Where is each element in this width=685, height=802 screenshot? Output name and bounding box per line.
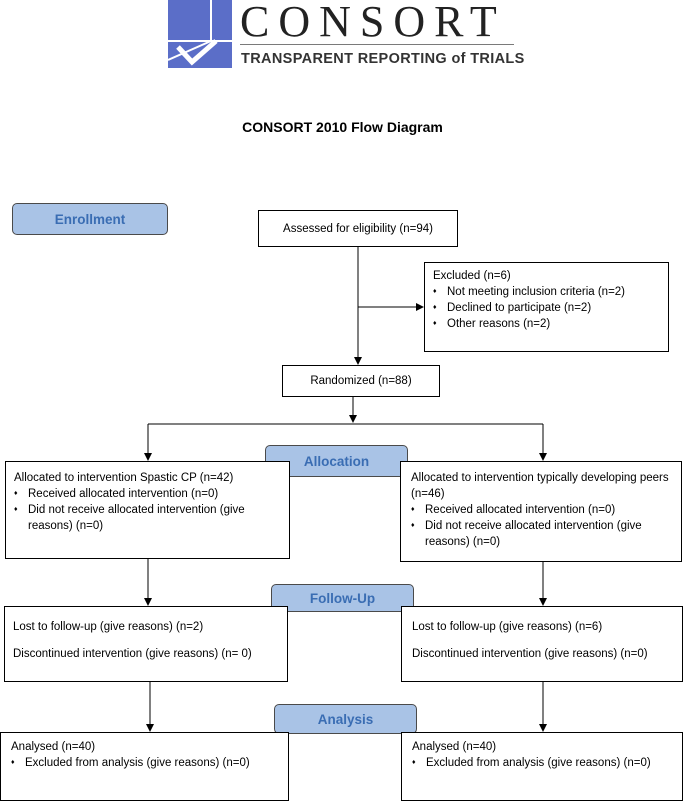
assessed-box: Assessed for eligibility (n=94) (258, 210, 458, 247)
right-analysis-excluded-text: Excluded from analysis (give reasons) (n… (426, 757, 651, 769)
right-allocation-box: Allocated to intervention typically deve… (400, 461, 682, 562)
consort-tagline: TRANSPARENT REPORTING of TRIALS (241, 51, 525, 67)
excluded-header: Excluded (n=6) (433, 270, 511, 282)
right-allocation-header: Allocated to intervention typically deve… (411, 472, 669, 500)
excluded-item-text: Not meeting inclusion criteria (n=2) (447, 286, 626, 298)
left-discontinued-text: Discontinued intervention (give reasons)… (13, 648, 252, 660)
consort-logo-icon (168, 0, 232, 68)
excluded-item-text: Other reasons (n=2) (447, 318, 551, 330)
left-allocation-box: Allocated to intervention Spastic CP (n=… (5, 461, 290, 559)
right-allocation-item: ♦ Received allocated intervention (n=0) (411, 502, 675, 518)
excluded-item-text: Declined to participate (n=2) (447, 302, 592, 314)
excluded-item: ♦ Not meeting inclusion criteria (n=2) (433, 284, 660, 300)
logo-divider (240, 44, 514, 45)
right-analysis-item: ♦ Excluded from analysis (give reasons) … (412, 755, 676, 771)
right-lost-text: Lost to follow-up (give reasons) (n=6) (412, 621, 603, 633)
left-analysis-item: ♦ Excluded from analysis (give reasons) … (11, 755, 282, 771)
left-allocation-header: Allocated to intervention Spastic CP (n=… (14, 472, 234, 484)
bullet-icon: ♦ (11, 759, 15, 766)
right-allocation-item-text: Did not receive allocated intervention (… (425, 520, 642, 548)
right-allocation-item: ♦ Did not receive allocated intervention… (411, 518, 675, 550)
bullet-icon: ♦ (433, 304, 437, 311)
stage-enrollment: Enrollment (12, 203, 168, 235)
stage-follow-up: Follow-Up (271, 584, 414, 612)
left-lost-text: Lost to follow-up (give reasons) (n=2) (13, 621, 204, 633)
left-analysis-excluded-text: Excluded from analysis (give reasons) (n… (25, 757, 250, 769)
right-discontinued-text: Discontinued intervention (give reasons)… (412, 648, 648, 660)
left-allocation-item: ♦ Received allocated intervention (n=0) (14, 486, 283, 502)
bullet-icon: ♦ (433, 320, 437, 327)
right-followup-box: Lost to follow-up (give reasons) (n=6) D… (401, 606, 683, 682)
stage-analysis: Analysis (274, 704, 417, 734)
assessed-text: Assessed for eligibility (n=94) (283, 222, 433, 235)
bullet-icon: ♦ (433, 288, 437, 295)
randomized-text: Randomized (n=88) (310, 375, 412, 387)
excluded-item: ♦ Other reasons (n=2) (433, 316, 660, 332)
right-allocation-item-text: Received allocated intervention (n=0) (425, 504, 616, 516)
left-allocation-item-text: Received allocated intervention (n=0) (28, 488, 219, 500)
bullet-icon: ♦ (411, 522, 415, 529)
left-analysed-text: Analysed (n=40) (11, 741, 96, 753)
excluded-box: Excluded (n=6) ♦ Not meeting inclusion c… (424, 262, 669, 352)
bullet-icon: ♦ (412, 759, 416, 766)
excluded-item: ♦ Declined to participate (n=2) (433, 300, 660, 316)
left-allocation-item: ♦ Did not receive allocated intervention… (14, 502, 283, 534)
randomized-box: Randomized (n=88) (282, 365, 440, 397)
bullet-icon: ♦ (14, 506, 18, 513)
left-followup-box: Lost to follow-up (give reasons) (n=2) D… (4, 606, 288, 682)
bullet-icon: ♦ (14, 490, 18, 497)
bullet-icon: ♦ (411, 506, 415, 513)
right-analysis-box: Analysed (n=40) ♦ Excluded from analysis… (401, 732, 683, 801)
left-analysis-box: Analysed (n=40) ♦ Excluded from analysis… (0, 732, 289, 801)
diagram-title: CONSORT 2010 Flow Diagram (242, 119, 443, 135)
right-analysed-text: Analysed (n=40) (412, 741, 497, 753)
consort-wordmark: CONSORT (240, 0, 506, 46)
left-allocation-item-text: Did not receive allocated intervention (… (28, 504, 245, 532)
